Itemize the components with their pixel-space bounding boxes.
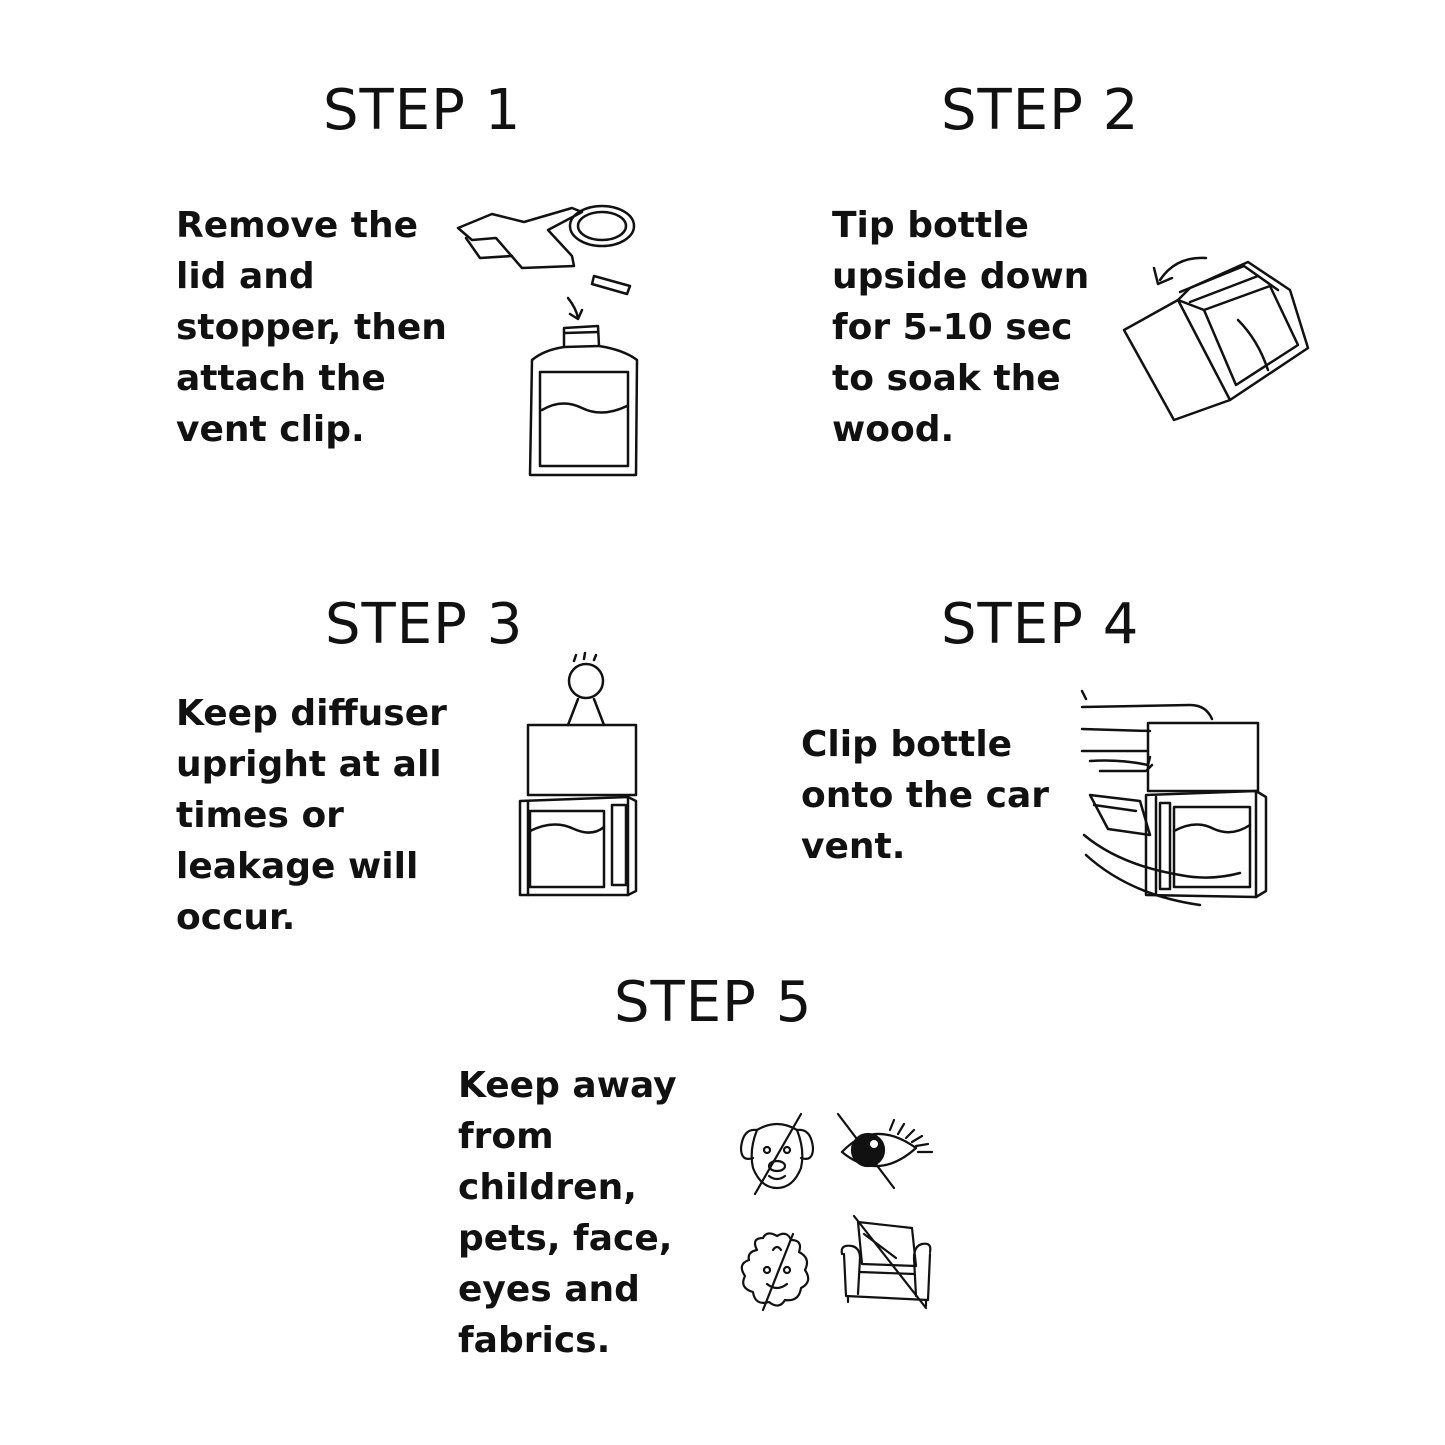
no-pets-icon — [735, 1110, 820, 1195]
no-fabrics-icon — [836, 1212, 936, 1312]
step-1-title: STEP 1 — [323, 78, 522, 143]
step-1-instructions: Remove the lid and stopper, then attach … — [176, 205, 447, 450]
step-3-title: STEP 3 — [325, 592, 524, 657]
upright-bottle-icon — [514, 655, 644, 900]
step-4-title: STEP 4 — [941, 592, 1140, 657]
bottle-vent-clip-icon — [452, 200, 647, 480]
no-children-icon — [733, 1228, 818, 1313]
step-4-instructions: Clip bottle onto the car vent. — [801, 724, 1050, 867]
no-eyes-icon — [828, 1108, 938, 1193]
step-3-instructions: Keep diffuser upright at all times or le… — [176, 693, 447, 938]
car-vent-bottle-icon — [1080, 685, 1275, 910]
step-2-title: STEP 2 — [941, 78, 1140, 143]
step-2-instructions: Tip bottle upside down for 5-10 sec to s… — [832, 205, 1090, 450]
tipped-bottle-icon — [1118, 250, 1318, 425]
step-5-title: STEP 5 — [614, 970, 813, 1035]
step-5-instructions: Keep away from children, pets, face, eye… — [458, 1065, 677, 1361]
